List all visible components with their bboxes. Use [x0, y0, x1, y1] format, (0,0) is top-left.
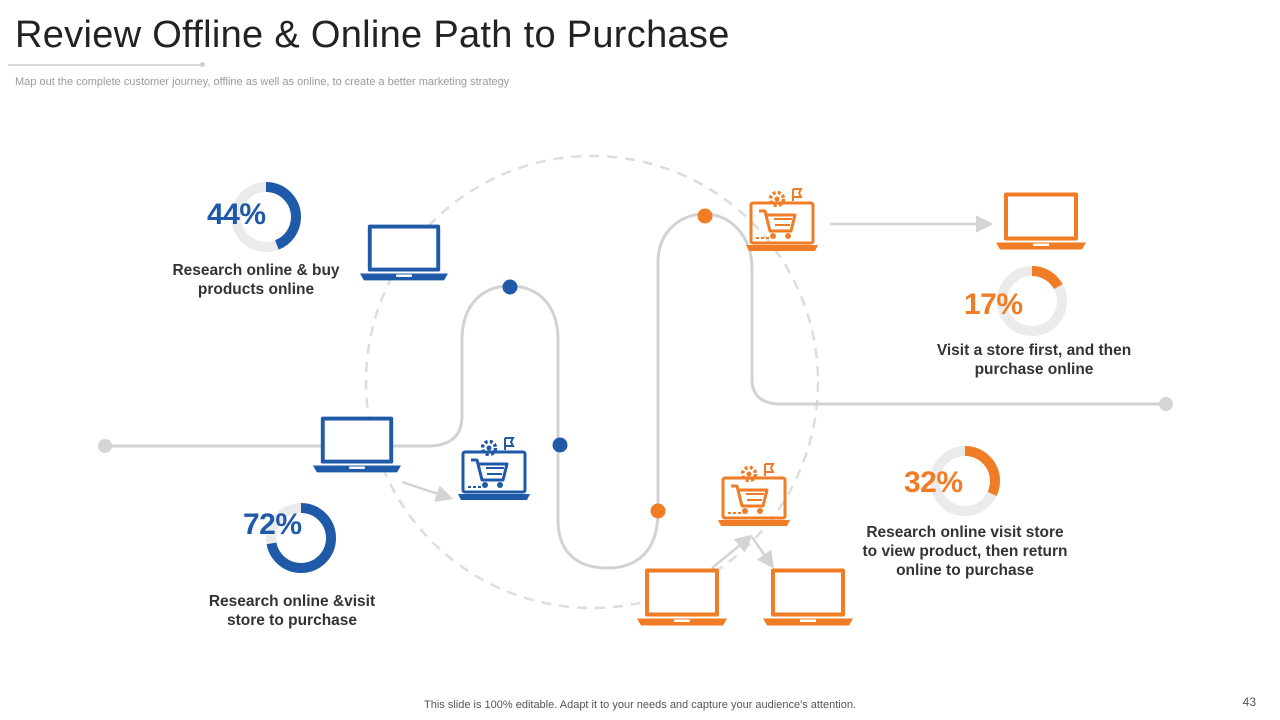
- shopping-cart-settings-icon: [718, 462, 790, 528]
- stat-value-72: 72%: [243, 508, 302, 541]
- stat-value-32: 32%: [904, 466, 963, 499]
- path-node-blue-top: [502, 279, 518, 295]
- stat-label-32: Research online visit store to view prod…: [840, 523, 1090, 580]
- donut-arc-research-online-buy-online: [231, 182, 301, 252]
- path-start-node: [98, 439, 112, 453]
- stat-value-44: 44%: [207, 198, 266, 231]
- arrow-to-bottom-right-laptop: [750, 536, 774, 569]
- label-line: Research online & buy: [172, 262, 340, 279]
- label-line: store to purchase: [226, 612, 358, 629]
- label-line: Research online &visit: [208, 593, 376, 610]
- label-line: products online: [197, 281, 315, 298]
- slide-subtitle: Map out the complete customer journey, o…: [15, 76, 510, 88]
- arrow-to-blue-cart: [401, 480, 454, 502]
- donut-arc-research-online-visit-store: [266, 503, 336, 573]
- shopping-cart-settings-icon: [746, 187, 818, 253]
- page-number: 43: [1242, 695, 1256, 709]
- label-line: to view product, then return: [862, 543, 1068, 560]
- laptop-icon: [637, 568, 727, 626]
- title-underline: [8, 64, 204, 66]
- title-underline-dot: [200, 62, 205, 67]
- stat-label-17: Visit a store first, and then purchase o…: [904, 341, 1164, 379]
- path-node-orange-top: [697, 208, 713, 224]
- label-line: Visit a store first, and then: [936, 342, 1132, 359]
- stat-label-72: Research online &visit store to purchase: [176, 592, 408, 630]
- donut-rings: [231, 182, 1067, 573]
- path-node-blue-middle: [552, 437, 568, 453]
- purchase-path-line: [106, 212, 1166, 570]
- journey-dashed-circle: [364, 154, 820, 610]
- slide-title: Review Offline & Online Path to Purchase: [15, 14, 730, 56]
- stat-label-44: Research online & buy products online: [140, 261, 372, 299]
- label-line: online to purchase: [896, 562, 1034, 579]
- slide-footer: This slide is 100% editable. Adapt it to…: [424, 699, 856, 711]
- donut-arc-visit-store-purchase-online: [997, 266, 1067, 336]
- shopping-cart-settings-icon: [458, 436, 530, 502]
- laptop-icon: [996, 192, 1086, 250]
- laptop-icon: [360, 224, 448, 281]
- label-line: Research online visit store: [866, 524, 1064, 541]
- label-line: purchase online: [974, 361, 1094, 378]
- stat-value-17: 17%: [964, 288, 1023, 321]
- donut-arc-research-visit-return-online: [930, 446, 1000, 516]
- path-node-orange-bottom: [650, 503, 666, 519]
- arrow-to-orange-cart: [711, 534, 753, 569]
- laptop-icon: [313, 416, 401, 473]
- path-end-node: [1159, 397, 1173, 411]
